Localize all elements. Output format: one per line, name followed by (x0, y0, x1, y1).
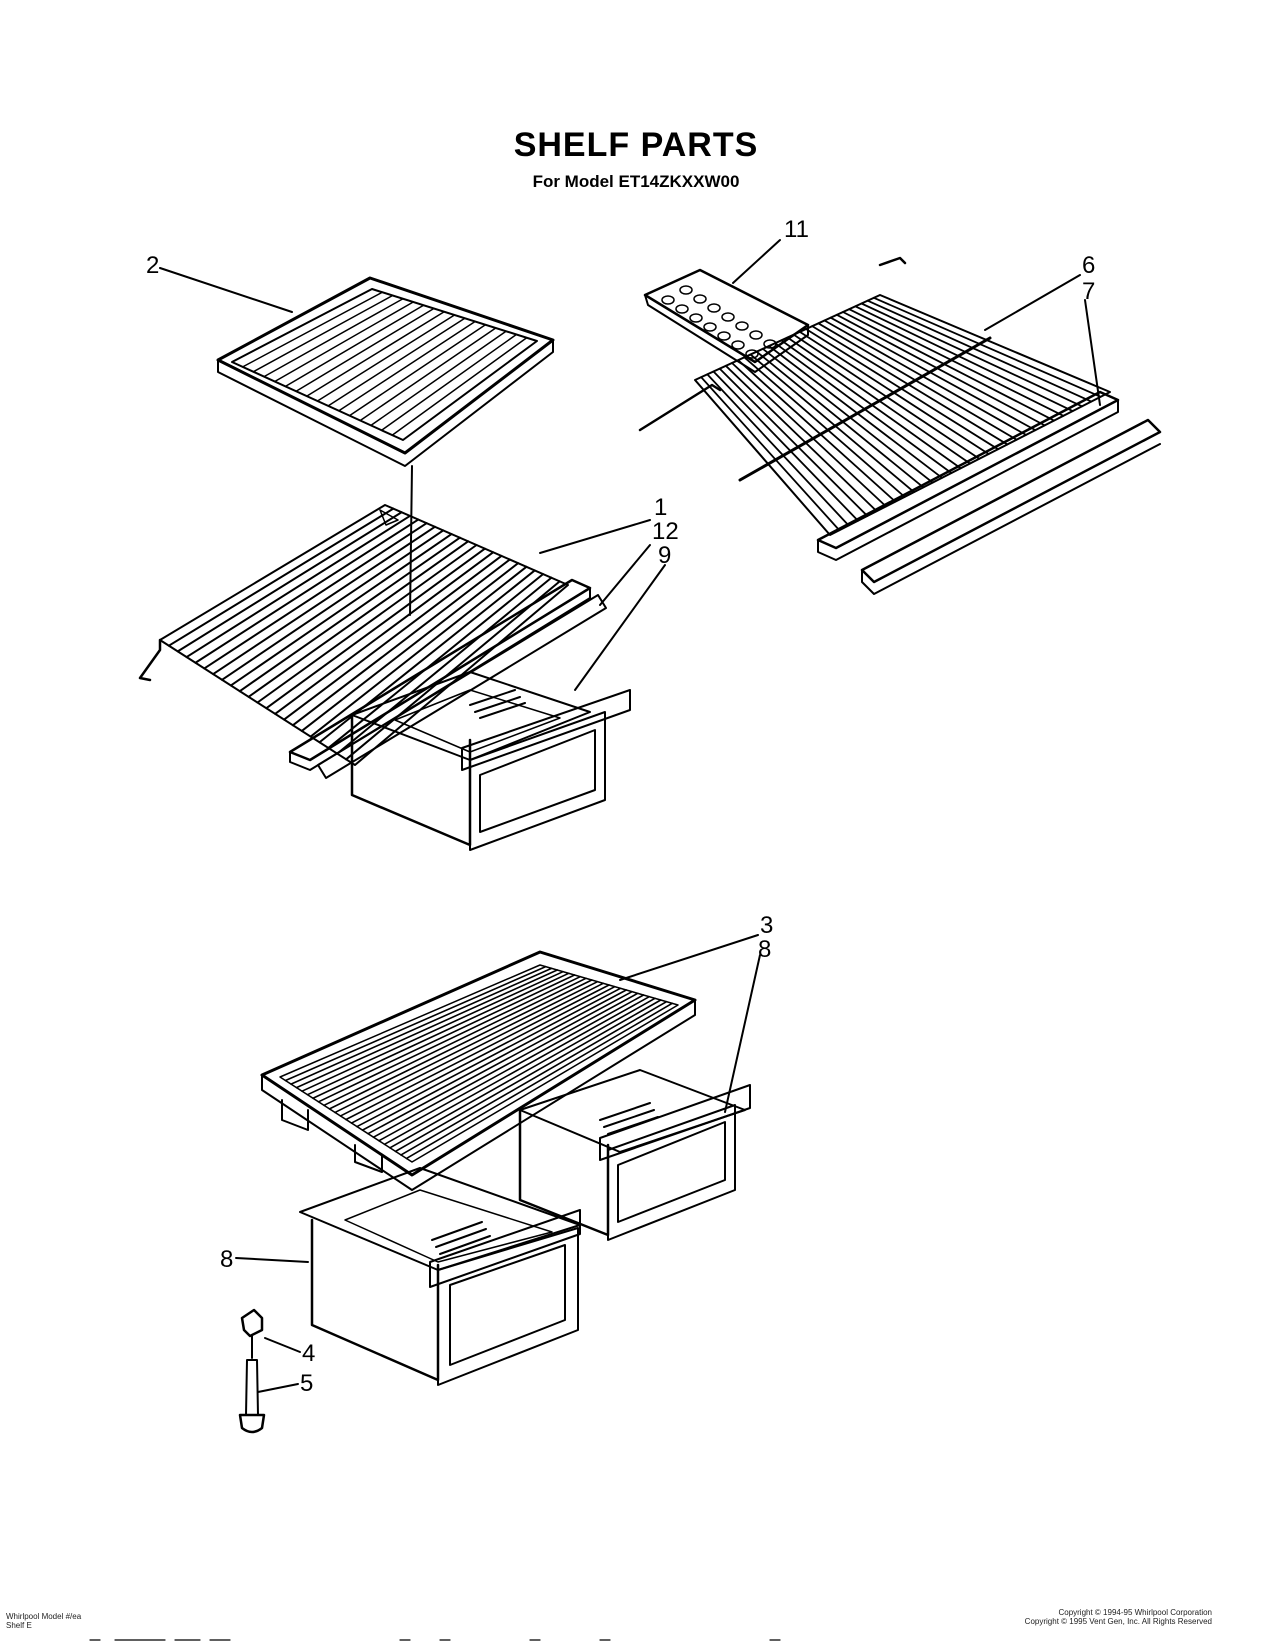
footer-left: Whirlpool Model #/ea Shelf E (6, 1612, 81, 1630)
callout-12: 12 (652, 518, 679, 545)
part-12-shelf-trim (288, 578, 607, 779)
page-title: SHELF PARTS (513, 126, 759, 164)
part-6-wire-shelf (638, 256, 1111, 536)
callout-6: 6 (1082, 252, 1096, 279)
part-5-control-shaft (238, 1359, 266, 1434)
callout-4: 4 (302, 1340, 316, 1367)
part-7-shelf-trim (816, 390, 1162, 595)
callout-5: 5 (300, 1370, 314, 1397)
part-3-glass-shelf (260, 950, 697, 1191)
callout-11: 11 (784, 216, 809, 243)
footer-left-line2: Shelf E (6, 1621, 32, 1630)
part-2-glass-shelf (216, 276, 555, 616)
footer-copyright-2: Copyright © 1995 Vent Gen, Inc. All Righ… (1024, 1617, 1212, 1626)
callout-8-right: 8 (758, 936, 772, 963)
part-8-crisper-drawer-left (299, 1167, 581, 1386)
footer-left-line1: Whirlpool Model #/ea (6, 1612, 82, 1621)
part-1-wire-shelf (138, 504, 569, 766)
callout-leader-lines (159, 239, 1101, 1393)
callout-7: 7 (1082, 278, 1096, 305)
callout-9: 9 (658, 542, 672, 569)
callout-2: 2 (146, 252, 160, 279)
part-8-crisper-drawer-right (518, 1069, 751, 1241)
callout-3: 3 (760, 912, 774, 939)
part-11-ice-cube-tray (643, 268, 810, 373)
part-9-crisper-drawer (350, 671, 631, 851)
footer-right: Copyright © 1994-95 Whirlpool Corporatio… (1025, 1608, 1212, 1626)
callout-8-left: 8 (220, 1246, 234, 1273)
part-4-control-knob (240, 1308, 264, 1359)
model-subtitle: For Model ET14ZKXXW00 (532, 172, 740, 191)
callout-1: 1 (654, 494, 668, 521)
footer-copyright-1: Copyright © 1994-95 Whirlpool Corporatio… (1058, 1608, 1212, 1617)
